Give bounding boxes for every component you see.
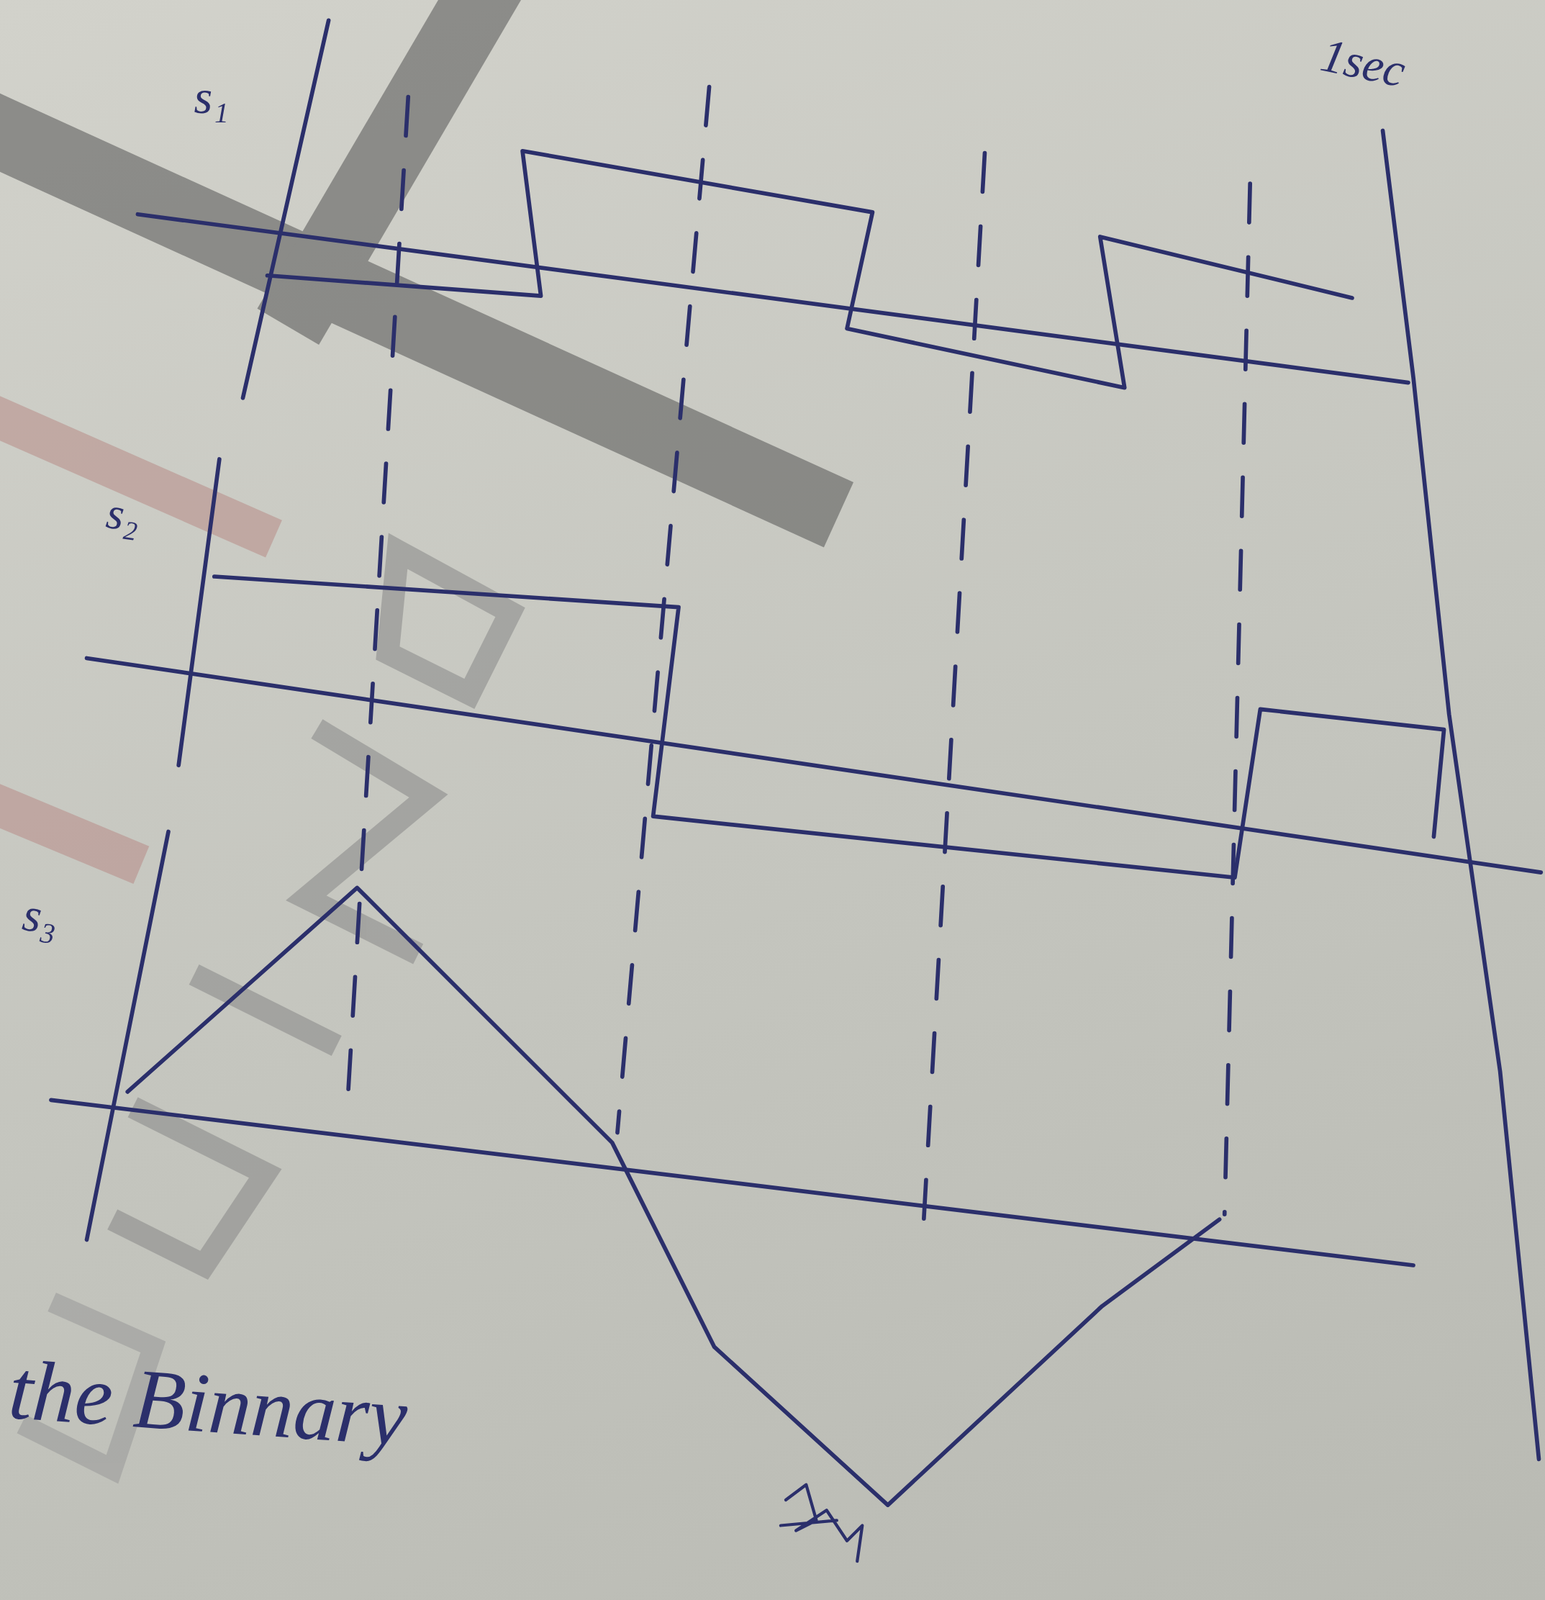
signal-name: s₂ (104, 490, 144, 539)
axis (87, 657, 1542, 873)
axis (137, 214, 1409, 383)
signal-name: 1sec (1316, 30, 1409, 95)
time-marker (617, 87, 710, 1133)
signal-name: s₃ (20, 890, 62, 942)
watermark (0, 0, 806, 1470)
period-line (1383, 130, 1540, 1459)
time-marker (923, 153, 985, 1225)
axis (87, 831, 169, 1240)
square-wave (214, 576, 1445, 878)
axis (178, 459, 220, 765)
axis (51, 1099, 1414, 1266)
square-wave (267, 151, 1353, 388)
signal-name: s₁ (193, 73, 229, 121)
time-marker (346, 97, 409, 1113)
axis (243, 20, 329, 398)
time-marker (1224, 183, 1250, 1214)
scribble (780, 1484, 863, 1561)
